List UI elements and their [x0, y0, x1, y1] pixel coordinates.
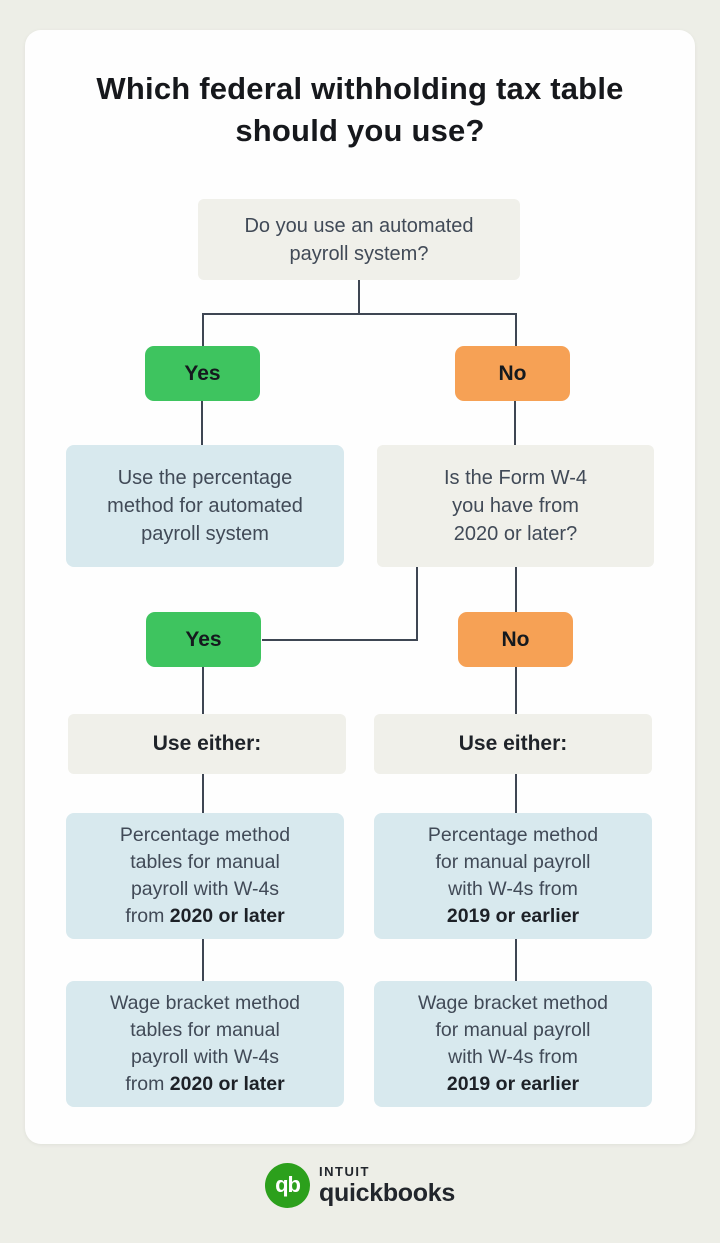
result-percentage-manual-2019: Percentage method for manual payroll wit…	[374, 813, 652, 939]
box-text-line: Wage bracket method	[417, 992, 609, 1014]
box-text-line: 2020 or later?	[453, 523, 578, 545]
connector-q2-to-yes2-arm	[262, 639, 418, 641]
page-title: Which federal withholding tax table shou…	[80, 68, 640, 152]
box-text-line: from 2020 or later	[125, 1073, 285, 1095]
answer-yes-2: Yes	[146, 612, 261, 667]
emphasis-text: 2020 or later	[169, 1073, 285, 1095]
page-title-line: Which federal withholding tax	[96, 71, 542, 106]
result-percentage-manual-2020: Percentage method tables for manual payr…	[66, 813, 344, 939]
connector-to-no1	[515, 313, 517, 347]
connector-no2-to-either	[515, 666, 517, 715]
box-text-line: for manual payroll	[435, 1019, 591, 1041]
connector-q1-branch	[202, 313, 517, 315]
question-w4-year: Is the Form W-4 you have from 2020 or la…	[377, 445, 654, 567]
connector-q1-stem	[358, 280, 360, 315]
box-text-line: payroll with W-4s	[130, 1046, 280, 1068]
box-text-line: Percentage method	[119, 824, 291, 846]
emphasis-text: 2019 or earlier	[446, 1073, 580, 1095]
quickbooks-icon: qb	[265, 1163, 311, 1208]
qb-monogram: qb	[275, 1171, 301, 1197]
connector-yes1-to-result	[201, 400, 203, 446]
box-text-line: Do you use an automated	[244, 214, 474, 237]
use-either-left: Use either:	[68, 714, 346, 774]
box-text-line: payroll system?	[289, 242, 429, 265]
result-wage-bracket-2020: Wage bracket method tables for manual pa…	[66, 981, 344, 1107]
connector-either-to-pct-left	[202, 773, 204, 814]
result-automated-percentage-method: Use the percentage method for automated …	[66, 445, 344, 567]
connector-no1-to-q2	[514, 400, 516, 446]
box-text-line: Percentage method	[427, 824, 599, 846]
connector-either-to-pct-right	[515, 773, 517, 814]
page-title-line: table should you use?	[235, 71, 624, 148]
box-text-line: with W-4s from	[448, 878, 578, 900]
flowchart-card	[25, 30, 695, 1144]
connector-to-yes1	[202, 313, 204, 347]
box-text-line: method for automated	[107, 495, 303, 517]
box-text-line: with W-4s from	[448, 1046, 578, 1068]
box-text-line: 2019 or earlier	[447, 903, 579, 930]
box-text-line: Is the Form W-4	[444, 467, 587, 489]
brand-wordmark: INTUIT quickbooks	[319, 1165, 455, 1206]
connector-pct-to-wage-left	[202, 938, 204, 982]
box-text-line: Use the percentage	[117, 467, 293, 489]
box-text-line: 2019 or earlier	[447, 1071, 579, 1098]
connector-yes2-to-either	[202, 666, 204, 715]
answer-no-2: No	[458, 612, 573, 667]
box-text-line: for manual payroll	[435, 851, 591, 873]
answer-no-1: No	[455, 346, 570, 401]
intuit-label: INTUIT	[319, 1164, 370, 1179]
box-text-line: you have from	[452, 495, 579, 517]
use-either-right: Use either:	[374, 714, 652, 774]
box-text-line: tables for manual	[130, 1019, 280, 1041]
connector-q2-to-yes2-stem	[416, 566, 418, 641]
quickbooks-label: quickbooks	[319, 1179, 455, 1207]
emphasis-text: 2020 or later	[169, 905, 285, 927]
box-text-line: Wage bracket method	[109, 992, 301, 1014]
emphasis-text: 2019 or earlier	[446, 905, 580, 927]
box-text-line: payroll with W-4s	[130, 878, 280, 900]
result-wage-bracket-2019: Wage bracket method for manual payroll w…	[374, 981, 652, 1107]
box-text-line: tables for manual	[130, 851, 280, 873]
box-text-line: payroll system	[141, 523, 269, 545]
box-text-line: from 2020 or later	[125, 905, 285, 927]
connector-q2-to-no2	[515, 566, 517, 613]
answer-yes-1: Yes	[145, 346, 260, 401]
question-automated-payroll: Do you use an automated payroll system?	[198, 199, 520, 280]
quickbooks-logo: qb INTUIT quickbooks	[0, 1163, 720, 1208]
connector-pct-to-wage-right	[515, 938, 517, 982]
